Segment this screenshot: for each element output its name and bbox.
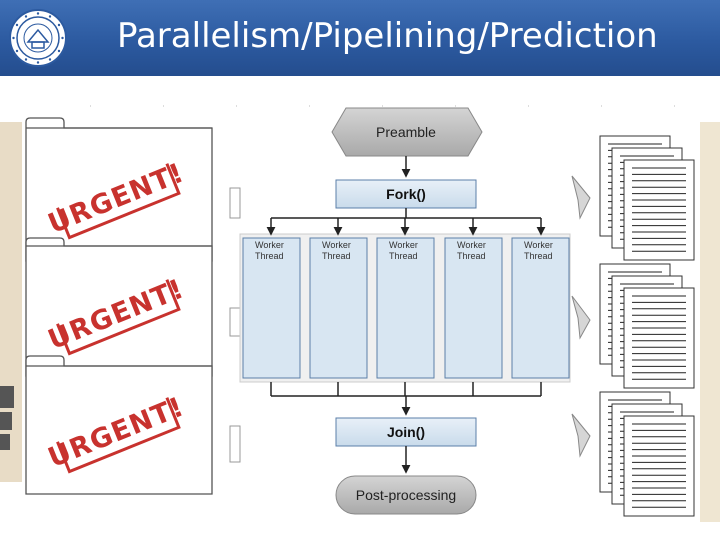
right-chevrons bbox=[571, 175, 591, 458]
worker-label-line1: Worker bbox=[322, 240, 351, 250]
left-connector-tabs bbox=[229, 187, 241, 463]
slide-title: Parallelism/Pipelining/Prediction bbox=[117, 16, 658, 56]
document-stack bbox=[599, 135, 695, 261]
document-stack bbox=[599, 263, 695, 389]
preamble-label: Preamble bbox=[376, 124, 436, 140]
university-seal-icon bbox=[9, 9, 67, 67]
document-page bbox=[623, 415, 695, 517]
fork-step: Fork() bbox=[335, 179, 477, 209]
join-step: Join() bbox=[335, 417, 477, 447]
fork-label: Fork() bbox=[386, 186, 426, 202]
worker-label-line2: Thread bbox=[255, 251, 284, 261]
worker-label-line1: Worker bbox=[457, 240, 486, 250]
worker-thread: Worker Thread bbox=[444, 218, 503, 379]
post-processing-step: Post-processing bbox=[335, 475, 477, 515]
worker-label-line2: Thread bbox=[524, 251, 553, 261]
diagram-canvas: URGENT! URGENT! URGENT! Preamble bbox=[0, 105, 720, 522]
document-page bbox=[623, 159, 695, 261]
worker-label-line1: Worker bbox=[255, 240, 284, 250]
fork-join-flowchart: Preamble Fork() Worker Thread Worker bbox=[239, 107, 571, 515]
urgent-folders: URGENT! URGENT! URGENT! bbox=[25, 117, 213, 495]
folder bbox=[25, 355, 213, 495]
worker-thread: Worker Thread bbox=[376, 218, 435, 379]
folder bbox=[25, 237, 213, 377]
worker-thread: Worker Thread bbox=[309, 218, 368, 379]
worker-label-line1: Worker bbox=[389, 240, 418, 250]
right-background-strip bbox=[700, 122, 720, 522]
worker-threads: Worker Thread Worker Thread Worker Threa… bbox=[242, 218, 570, 379]
left-background-strip bbox=[0, 122, 22, 482]
worker-label-line1: Worker bbox=[524, 240, 553, 250]
document-stack bbox=[599, 391, 695, 517]
worker-thread: Worker Thread bbox=[511, 218, 570, 379]
worker-label-line2: Thread bbox=[322, 251, 351, 261]
document-stacks bbox=[599, 135, 695, 517]
worker-label-line2: Thread bbox=[457, 251, 486, 261]
slide-header: Parallelism/Pipelining/Prediction bbox=[0, 0, 720, 76]
preamble-step: Preamble bbox=[331, 107, 483, 157]
document-page bbox=[623, 287, 695, 389]
folder bbox=[25, 117, 213, 262]
worker-thread: Worker Thread bbox=[242, 218, 301, 379]
worker-label-line2: Thread bbox=[389, 251, 418, 261]
join-label: Join() bbox=[387, 424, 425, 440]
post-processing-label: Post-processing bbox=[356, 487, 456, 503]
